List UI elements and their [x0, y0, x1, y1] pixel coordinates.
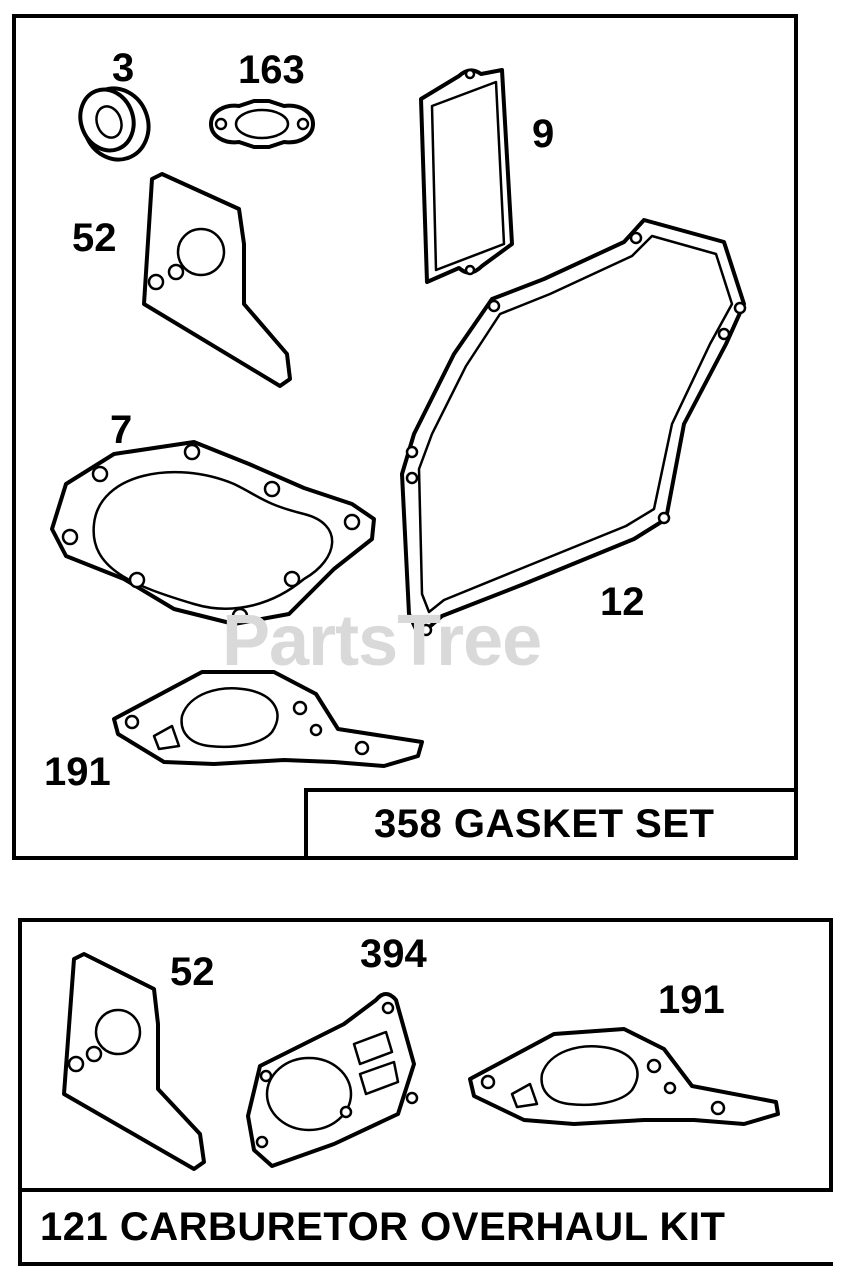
callout-191: 191 [44, 750, 111, 794]
part-52-gasket-kit [62, 952, 206, 1171]
part-3-seal [78, 86, 151, 162]
callout-12: 12 [600, 580, 645, 624]
part-191-gasket-kit [468, 1027, 780, 1126]
callout-7: 7 [110, 408, 133, 452]
callout-52-kit: 52 [170, 950, 215, 994]
part-9-gasket [419, 68, 514, 284]
carburetor-kit-illustration [62, 952, 780, 1171]
callout-9: 9 [532, 112, 555, 156]
carburetor-kit-panel: 52 394 191 121 CARBURETOR OVERHAUL KIT [18, 918, 833, 1266]
carburetor-kit-title: 121 CARBURETOR OVERHAUL KIT [40, 1204, 726, 1249]
part-7-head-gasket [50, 440, 376, 626]
part-52-gasket [142, 172, 292, 388]
part-191-gasket [112, 670, 424, 768]
part-12-crankcase-gasket [400, 218, 747, 638]
callout-191-kit: 191 [658, 978, 725, 1022]
carburetor-kit-title-box: 121 CARBURETOR OVERHAUL KIT [22, 1188, 833, 1262]
callout-394: 394 [360, 932, 427, 976]
callout-3: 3 [112, 46, 135, 90]
part-163-gasket [209, 99, 315, 149]
gasket-set-title-box: 358 GASKET SET [304, 788, 794, 856]
callout-163: 163 [238, 48, 305, 92]
callout-52: 52 [72, 216, 117, 260]
gasket-set-illustration [50, 68, 747, 768]
gasket-set-title: 358 GASKET SET [374, 801, 715, 846]
part-394-gasket [246, 992, 419, 1168]
gasket-set-panel: 3 163 9 52 7 12 191 358 GASKET SET [12, 14, 798, 860]
